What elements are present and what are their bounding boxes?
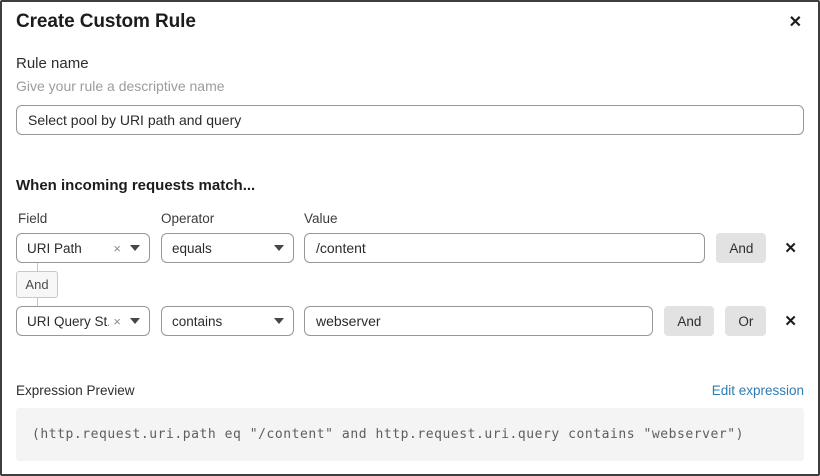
chevron-down-icon[interactable] xyxy=(274,245,284,251)
clear-icon[interactable]: × xyxy=(113,240,121,256)
chevron-down-icon[interactable] xyxy=(274,318,284,324)
condition-row-1: URI Path × equals And ✕ xyxy=(16,233,804,263)
field-column-label: Field xyxy=(18,211,48,226)
expression-code-block: (http.request.uri.path eq "/content" and… xyxy=(16,408,804,461)
rule-name-input[interactable] xyxy=(16,105,804,135)
field-select-row1[interactable]: URI Path × xyxy=(16,233,150,263)
operator-select-value: equals xyxy=(172,240,212,256)
and-button-row2[interactable]: And xyxy=(664,306,715,336)
field-select-value: URI Query St... xyxy=(27,313,110,329)
or-button-row2[interactable]: Or xyxy=(725,306,767,336)
value-column-label: Value xyxy=(304,211,338,226)
connector-line-top xyxy=(36,263,38,271)
chevron-down-icon[interactable] xyxy=(130,245,140,251)
condition-column-labels: Field Operator Value xyxy=(16,211,804,226)
expression-preview-header: Expression Preview Edit expression xyxy=(16,383,804,398)
value-input-row1[interactable] xyxy=(304,233,706,263)
operator-select-row1[interactable]: equals xyxy=(161,233,294,263)
value-input-row2[interactable] xyxy=(304,306,654,336)
operator-column-label: Operator xyxy=(161,211,215,226)
remove-condition-icon-row1[interactable]: ✕ xyxy=(784,239,797,257)
connector-and-badge: And xyxy=(16,271,58,298)
condition-row-2: URI Query St... × contains And Or ✕ xyxy=(16,306,804,336)
page-title: Create Custom Rule xyxy=(16,11,196,32)
rule-name-label: Rule name xyxy=(16,55,89,72)
connector-line-bottom xyxy=(36,298,38,306)
remove-condition-icon-row2[interactable]: ✕ xyxy=(784,312,797,330)
field-select-row2[interactable]: URI Query St... × xyxy=(16,306,150,336)
close-icon[interactable]: ✕ xyxy=(787,11,804,35)
edit-expression-link[interactable]: Edit expression xyxy=(711,383,804,398)
chevron-down-icon[interactable] xyxy=(130,318,140,324)
modal-header: Create Custom Rule ✕ xyxy=(16,11,804,35)
rule-name-helper-text: Give your rule a descriptive name xyxy=(16,78,225,94)
clear-icon[interactable]: × xyxy=(113,313,121,329)
operator-select-row2[interactable]: contains xyxy=(161,306,294,336)
operator-select-value: contains xyxy=(172,313,223,329)
condition-connector: And xyxy=(16,263,58,306)
match-section-heading: When incoming requests match... xyxy=(16,177,256,194)
expression-preview-label: Expression Preview xyxy=(16,383,135,398)
field-select-value: URI Path xyxy=(27,240,82,256)
and-button-row1[interactable]: And xyxy=(716,233,767,263)
